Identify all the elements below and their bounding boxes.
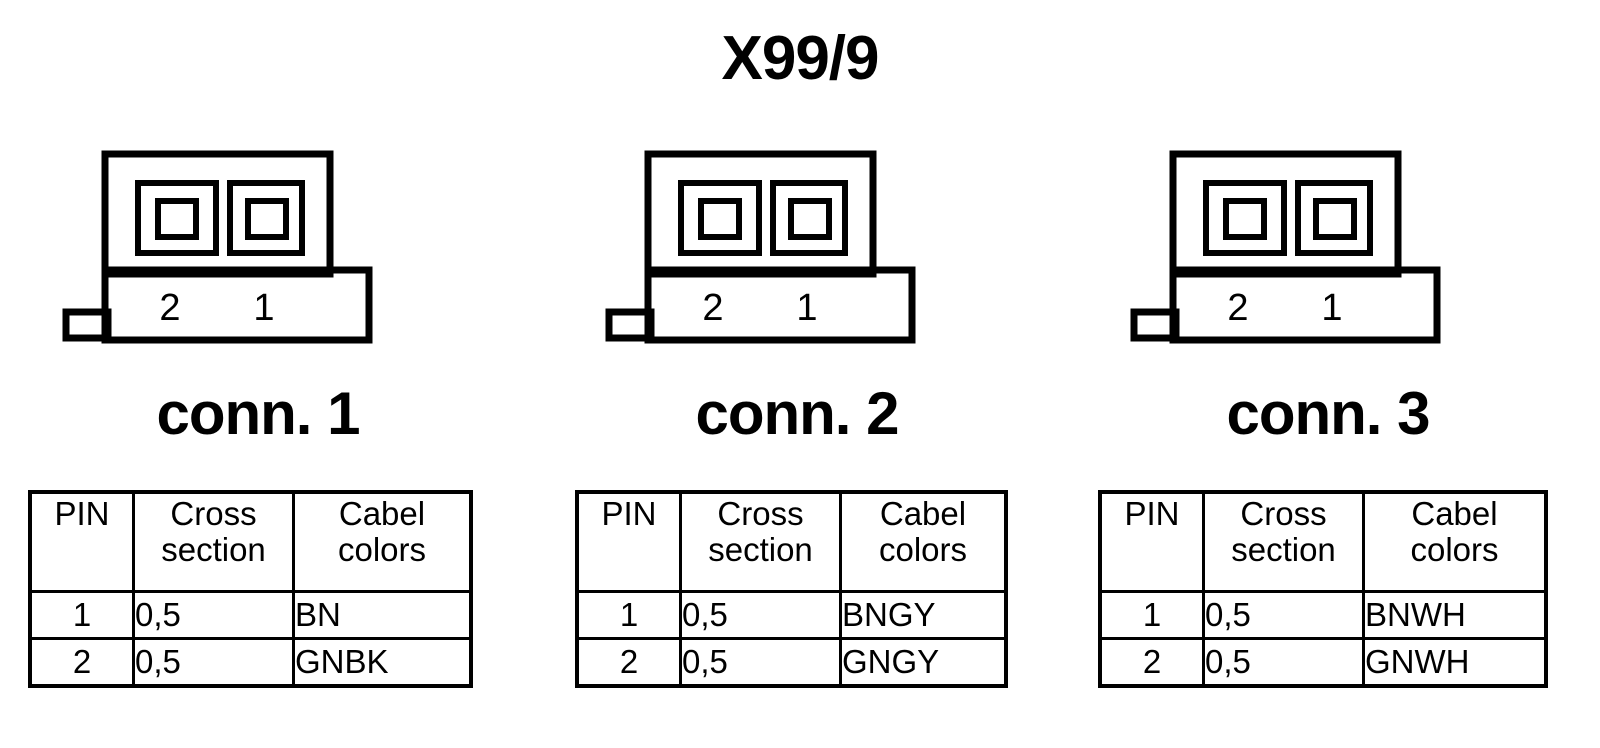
column-header-cable-colors-line1: Cabel — [338, 495, 426, 532]
column-header-cross-section: Cross section — [679, 490, 842, 593]
connector-group-3: 2 1 conn. 3 PIN Cross section Cabel — [1078, 0, 1598, 748]
pin-table-2: PIN Cross section Cabel colors 1 — [575, 490, 1008, 688]
symbol-pin-1-label: 1 — [1321, 287, 1342, 329]
table-header-row: PIN Cross section Cabel colors — [1098, 490, 1548, 593]
connector-group-2: 2 1 conn. 2 PIN Cross section Cabel — [553, 0, 1073, 748]
cell-pin: 2 — [28, 637, 135, 688]
cell-cable-color: BNWH — [1362, 590, 1548, 640]
page-title: X99/9 — [721, 24, 879, 93]
column-header-cable-colors-line2: colors — [1410, 530, 1499, 568]
pin-table-3: PIN Cross section Cabel colors 1 — [1098, 490, 1548, 688]
cell-pin: 1 — [1098, 590, 1205, 640]
cell-pin: 1 — [575, 590, 682, 640]
column-header-cable-colors-line2: colors — [878, 530, 968, 568]
column-header-cable-colors-line2: colors — [337, 530, 427, 568]
cell-cable-color: BNGY — [839, 590, 1008, 640]
cell-cross-section: 0,5 — [1202, 590, 1365, 640]
cell-pin: 1 — [28, 590, 135, 640]
symbol-pin-2-label: 2 — [702, 287, 723, 329]
cell-cross-section: 0,5 — [679, 590, 842, 640]
cell-cable-color: GNGY — [839, 637, 1008, 688]
cell-cross-section: 0,5 — [132, 637, 295, 688]
connector-symbol-3: 2 1 — [1128, 148, 1448, 348]
connector-label-3: conn. 3 — [1226, 380, 1430, 447]
cell-cable-color: GNWH — [1362, 637, 1548, 688]
column-header-pin: PIN — [28, 490, 135, 593]
connector-label-2: conn. 2 — [695, 380, 899, 447]
connector-group-1: 2 1 conn. 1 PIN Cross section Cabel — [10, 0, 530, 748]
pin-table-1: PIN Cross section Cabel colors 1 — [28, 490, 473, 688]
column-header-cable-colors: Cabel colors — [839, 490, 1008, 593]
connector-symbol-1: 2 1 — [60, 148, 380, 348]
column-header-pin: PIN — [1098, 490, 1205, 593]
cell-pin: 2 — [1098, 637, 1205, 688]
symbol-pin-2-label: 2 — [1227, 287, 1248, 329]
column-header-pin: PIN — [575, 490, 682, 593]
column-header-cross-section-line1: Cross — [1240, 495, 1327, 532]
table-row: 2 0,5 GNGY — [575, 637, 1008, 688]
column-header-cross-section: Cross section — [1202, 490, 1365, 593]
symbol-pin-1-label: 1 — [253, 287, 274, 329]
table-row: 1 0,5 BNGY — [575, 590, 1008, 640]
column-header-cable-colors: Cabel colors — [1362, 490, 1548, 593]
pin-table-wrapper-1: PIN Cross section Cabel colors 1 — [28, 490, 473, 688]
table-row: 1 0,5 BN — [28, 590, 473, 640]
column-header-cross-section-line2: section — [1231, 530, 1336, 568]
table-row: 2 0,5 GNBK — [28, 637, 473, 688]
pin-table-wrapper-3: PIN Cross section Cabel colors 1 — [1098, 490, 1548, 688]
symbol-pin-2-label: 2 — [159, 287, 180, 329]
table-row: 1 0,5 BNWH — [1098, 590, 1548, 640]
column-header-cross-section-line2: section — [161, 530, 266, 568]
table-header-row: PIN Cross section Cabel colors — [28, 490, 473, 593]
connector-label-1: conn. 1 — [156, 380, 360, 447]
column-header-cross-section: Cross section — [132, 490, 295, 593]
cell-cross-section: 0,5 — [1202, 637, 1365, 688]
column-header-cross-section-line1: Cross — [717, 495, 804, 532]
column-header-cross-section-line1: Cross — [170, 495, 257, 532]
cell-cross-section: 0,5 — [679, 637, 842, 688]
table-row: 2 0,5 GNWH — [1098, 637, 1548, 688]
column-header-cable-colors-line1: Cabel — [879, 495, 967, 532]
connector-symbol-2: 2 1 — [603, 148, 923, 348]
cell-cross-section: 0,5 — [132, 590, 295, 640]
pin-table-wrapper-2: PIN Cross section Cabel colors 1 — [575, 490, 1008, 688]
cell-cable-color: GNBK — [292, 637, 473, 688]
cell-pin: 2 — [575, 637, 682, 688]
table-header-row: PIN Cross section Cabel colors — [575, 490, 1008, 593]
symbol-pin-1-label: 1 — [796, 287, 817, 329]
cell-cable-color: BN — [292, 590, 473, 640]
column-header-cable-colors-line1: Cabel — [1411, 495, 1498, 532]
column-header-cable-colors: Cabel colors — [292, 490, 473, 593]
column-header-cross-section-line2: section — [708, 530, 813, 568]
